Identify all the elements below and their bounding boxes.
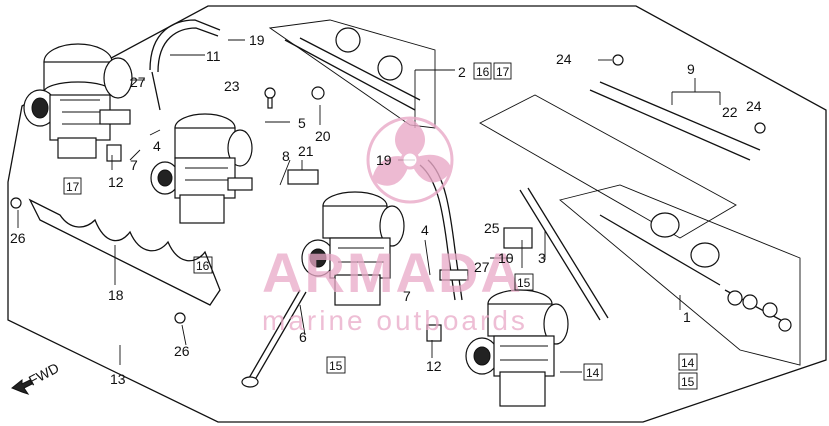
small-parts xyxy=(10,27,792,342)
callout-22: 22 xyxy=(722,104,738,120)
callout-19b: 19 xyxy=(376,152,392,168)
callout-6: 6 xyxy=(299,329,307,345)
callout-26: 26 xyxy=(10,230,26,246)
box-14: 14 xyxy=(586,366,600,380)
callout-13: 13 xyxy=(110,371,126,387)
frame-border xyxy=(7,5,827,423)
adjust-rod-3 xyxy=(519,189,601,321)
callout-2: 2 xyxy=(458,64,466,80)
callout-5: 5 xyxy=(298,115,306,131)
box-16-top: 16 xyxy=(476,65,490,79)
callout-10: 10 xyxy=(498,250,514,266)
bracket-9 xyxy=(589,89,751,161)
fuel-hose-11 xyxy=(149,19,221,71)
callout-18: 18 xyxy=(108,287,124,303)
box-15: 15 xyxy=(329,359,343,373)
callout-25: 25 xyxy=(484,220,500,236)
fwd-label: FWD xyxy=(26,360,62,389)
callout-20: 20 xyxy=(315,128,331,144)
callout-19: 19 xyxy=(249,32,265,48)
fwd-arrow xyxy=(11,378,33,395)
box-16: 16 xyxy=(196,259,210,273)
carburetor-14 xyxy=(465,289,569,407)
callout-12: 12 xyxy=(108,174,124,190)
callout-3: 3 xyxy=(538,250,546,266)
carburetor-16 xyxy=(150,113,253,224)
callout-21: 21 xyxy=(298,143,314,159)
watermark-tagline: marine outboards xyxy=(262,305,528,336)
callout-7b: 7 xyxy=(403,288,411,304)
link-rod-2 xyxy=(284,39,416,111)
carburetor-15 xyxy=(301,191,405,306)
callout-4: 4 xyxy=(153,138,161,154)
panel-lower-right xyxy=(559,184,801,366)
box-15b: 15 xyxy=(681,375,695,389)
callout-27: 27 xyxy=(130,74,146,90)
callout-12b: 12 xyxy=(426,358,442,374)
bracket-1 xyxy=(599,214,721,286)
box-17: 17 xyxy=(66,180,80,194)
callout-23: 23 xyxy=(224,78,240,94)
callout-8: 8 xyxy=(282,148,290,164)
callout-11: 11 xyxy=(206,48,221,64)
watermark-logo xyxy=(366,116,454,204)
watermark-brand: ARMADA xyxy=(262,241,523,304)
callout-24b: 24 xyxy=(746,98,762,114)
callout-24: 24 xyxy=(556,51,572,67)
callout-9: 9 xyxy=(687,61,695,77)
panel-upper-right xyxy=(479,94,737,239)
throttle-screw-6 xyxy=(244,289,301,386)
callout-26b: 26 xyxy=(174,343,190,359)
panel-top-center xyxy=(268,19,436,129)
callout-1: 1 xyxy=(683,309,691,325)
callouts: 19 11 27 23 4 7 12 5 8 21 20 2 19 24 9 2… xyxy=(10,32,762,387)
box-15-mid: 15 xyxy=(517,276,531,290)
callout-27b: 27 xyxy=(474,259,490,275)
box-14b: 14 xyxy=(681,356,695,370)
carburetor-17 xyxy=(23,43,133,159)
boxed-refs: 16 17 17 16 15 15 14 14 15 xyxy=(63,62,698,390)
callout-4b: 4 xyxy=(421,222,429,238)
callout-7: 7 xyxy=(130,157,138,173)
box-17-top: 17 xyxy=(496,65,510,79)
